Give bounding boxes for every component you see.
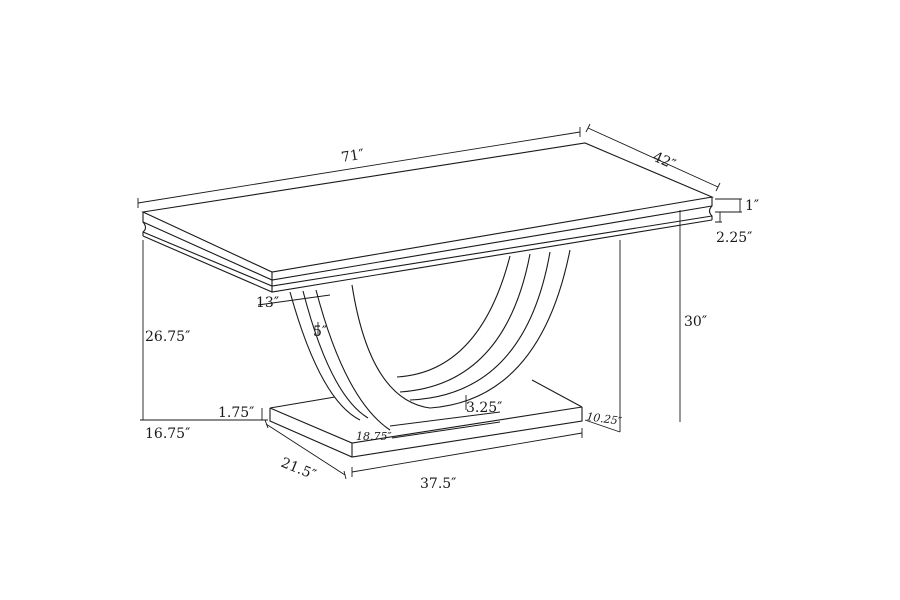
label-arc-band: 5″: [313, 324, 327, 340]
pedestal-arcs: [289, 249, 571, 431]
label-top-thickness: 1″: [745, 198, 759, 214]
tabletop: [141, 142, 714, 293]
label-overhang: 16.75″: [145, 426, 190, 442]
label-clearance: 26.75″: [145, 329, 190, 345]
label-height: 30″: [684, 314, 707, 330]
label-side-offset: 10.25″: [586, 410, 624, 428]
dimension-lines: [137, 123, 742, 480]
base-plate: [269, 379, 583, 458]
label-length: 71″: [340, 147, 365, 166]
label-base-length: 37.5″: [420, 476, 456, 492]
label-pedestal-gap: 3.25″: [466, 400, 502, 416]
label-edge-height: 2.25″: [716, 230, 752, 246]
dimension-labels: 71″ 42″ 1″ 2.25″ 30″ 26.75″ 13″ 5″ 1.75″…: [145, 147, 759, 492]
label-base-height: 1.75″: [218, 405, 254, 421]
label-width: 42″: [650, 149, 678, 173]
label-inner-length: 18.75″: [356, 430, 392, 443]
label-base-depth: 21.5″: [279, 455, 319, 483]
label-arc-width: 13″: [256, 295, 279, 311]
